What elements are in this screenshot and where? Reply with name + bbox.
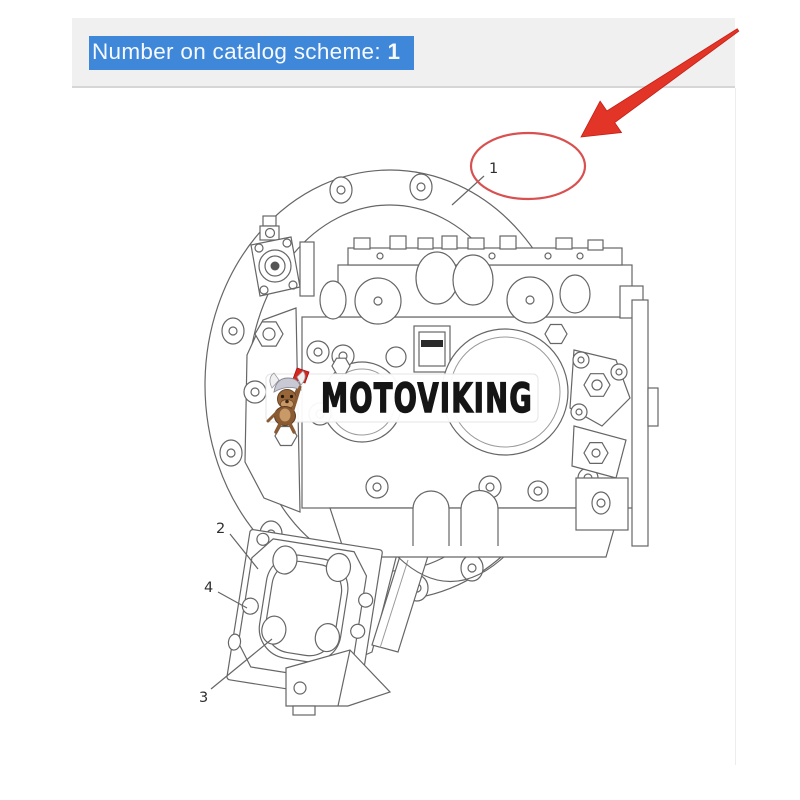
catalog-number-highlight: Number on catalog scheme: 1 <box>89 36 415 70</box>
part-labels <box>210 175 485 690</box>
valve-block <box>569 299 659 547</box>
catalog-label: Number on catalog scheme: <box>92 39 381 64</box>
leader-line-2 <box>229 533 259 570</box>
top-left-port-fitting <box>250 215 315 297</box>
part-label-2: 2 <box>216 521 225 537</box>
leader-line-3 <box>210 638 273 690</box>
leader-line-1 <box>451 175 485 206</box>
watermark-band: MOTOVIKING <box>265 367 539 434</box>
part-label-4: 4 <box>204 580 213 596</box>
content-column-border <box>735 88 736 765</box>
leader-line-4 <box>217 591 248 609</box>
tag-plate <box>413 325 451 373</box>
foot-plate <box>285 649 392 716</box>
catalog-header-bar: Number on catalog scheme: 1 <box>72 18 735 88</box>
red-arrow <box>580 28 740 138</box>
part-label-3: 3 <box>199 690 208 706</box>
viking-mascot-icon <box>266 367 310 434</box>
part-label-1: 1 <box>489 161 498 177</box>
watermark-text: MOTOVIKING <box>321 376 533 422</box>
catalog-value: 1 <box>387 39 401 64</box>
manifold-bolts <box>353 235 604 260</box>
manifold-ports <box>319 251 591 325</box>
red-highlight-ellipse <box>469 131 587 201</box>
